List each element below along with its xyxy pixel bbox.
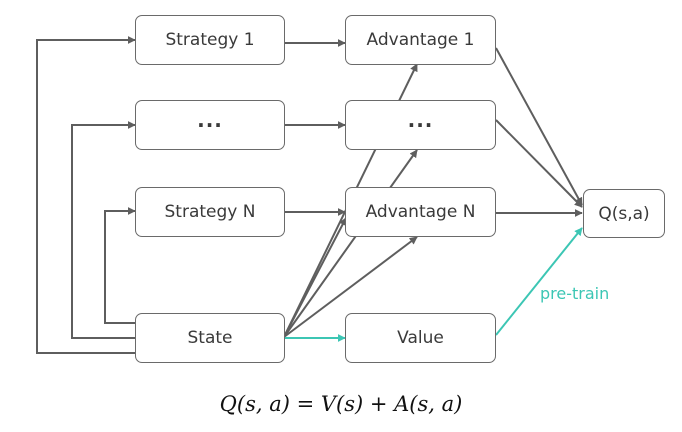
edge-state-to-advantage-n-left [283, 217, 347, 338]
node-state: State [135, 313, 285, 363]
node-strategy-n: Strategy N [135, 187, 285, 237]
node-q: Q(s,a) [583, 189, 665, 238]
node-value: Value [345, 313, 496, 363]
node-strategy-1: Strategy 1 [135, 15, 285, 65]
node-strategy-ellipsis: ··· [135, 100, 285, 150]
node-advantage-ellipsis: ··· [345, 100, 496, 150]
formula: Q(s, a) = V(s) + A(s, a) [219, 392, 463, 416]
edge-state-to-strategy-n [104, 207, 136, 324]
node-advantage-n: Advantage N [345, 187, 496, 237]
node-advantage-1: Advantage 1 [345, 15, 496, 65]
edge-state-to-strategy-ellipsis [71, 121, 136, 339]
edge-advantage-ellipsis-to-q [495, 119, 583, 208]
edge-state-to-strategy-1 [36, 36, 136, 354]
edge-value-to-q-pretrain [495, 227, 583, 336]
edge-label-pretrain: pre-train [540, 284, 610, 303]
edge-advantage-1-to-q [495, 47, 583, 206]
edge-state-to-advantage-ellipsis [283, 149, 418, 338]
edge-state-to-advantage-n-bottom [283, 236, 418, 338]
